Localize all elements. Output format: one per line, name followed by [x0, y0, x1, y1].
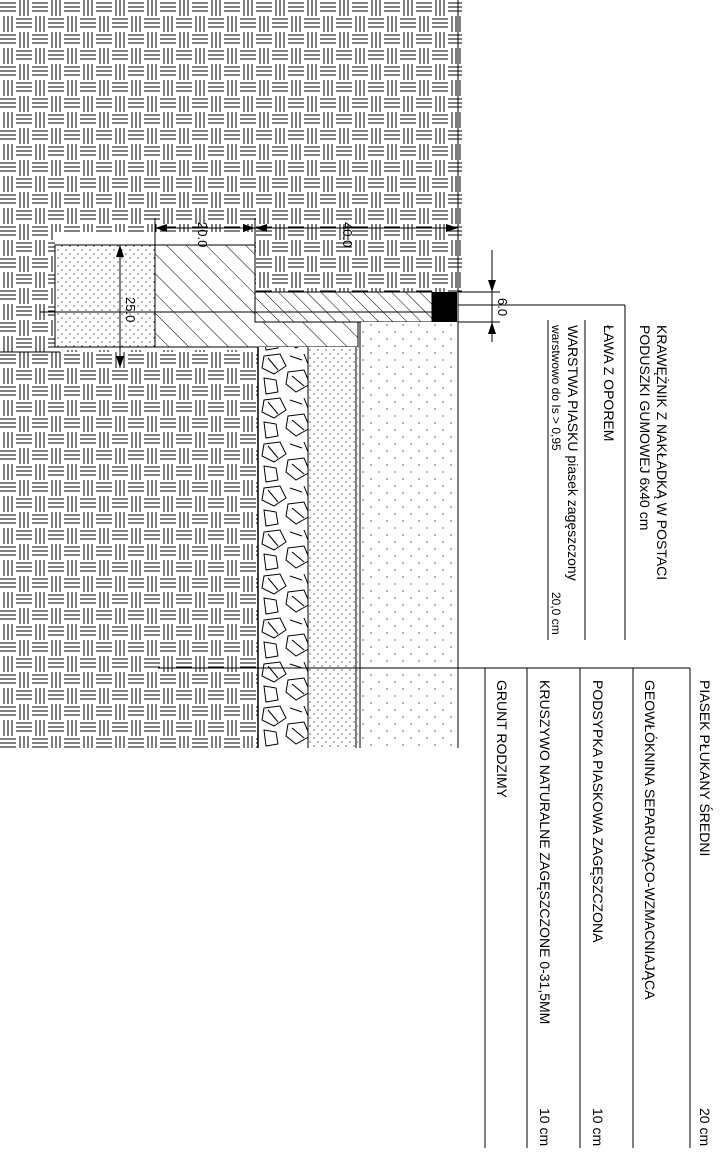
- dimension-25: [116, 245, 124, 368]
- dim-text-6: 6.0: [495, 298, 510, 316]
- layers-table: [484, 668, 691, 1148]
- layer-name-3: PODSYPKA PIASKOWA ZAGĘSZCZONA: [590, 680, 606, 943]
- sand-block: [54, 244, 156, 348]
- native-soil: [0, 0, 462, 748]
- rubber-pad: [432, 292, 457, 322]
- layer-thickness-1: 20 cm: [697, 1108, 713, 1146]
- layer-name-4: KRUSZYWO NATURALNE ZAGĘSZCZONE 0-31,5MM: [537, 680, 553, 1024]
- dim-text-40: 40.0: [340, 222, 355, 247]
- sand-bedding-layer: [308, 347, 358, 748]
- washed-sand-layer: [361, 322, 458, 748]
- dim-text-25: 25.0: [123, 297, 138, 322]
- sand-thickness: 20,0 cm: [549, 592, 563, 635]
- curb: [254, 291, 433, 323]
- layer-name-1: PIASEK PŁUKANY ŚREDNI: [697, 680, 714, 856]
- curb-leaders: [458, 304, 626, 640]
- curb-label-line1: KRAWĘŻNIK Z NAKŁADKĄ W POSTACI: [654, 325, 671, 580]
- layer-name-2: GEOWŁÓKNINA SEPARUJĄCO-WZMACNIAJĄCA: [642, 680, 658, 1000]
- curb-label-line2: PODUSZKI GUMOWEJ 6x40 cm: [637, 325, 653, 530]
- dimension-40: [255, 224, 458, 232]
- aggregate-layer: [258, 347, 308, 748]
- dim-text-20: 20.0: [195, 222, 210, 247]
- layer-thickness-3: 10 cm: [590, 1108, 606, 1146]
- sand-label-line1: WARSTWA PIASKU piasek zagęszczony: [565, 325, 581, 581]
- dimension-6: [458, 250, 500, 342]
- layer-thickness-4: 10 cm: [537, 1108, 553, 1146]
- bench-label: ŁAWA Z OPOREM: [601, 325, 617, 441]
- dimension-20: [154, 218, 256, 245]
- sand-label-line2: warstwowo do Is > 0,95: [549, 324, 563, 451]
- layer-name-5: GRUNT RODZIMY: [494, 680, 510, 799]
